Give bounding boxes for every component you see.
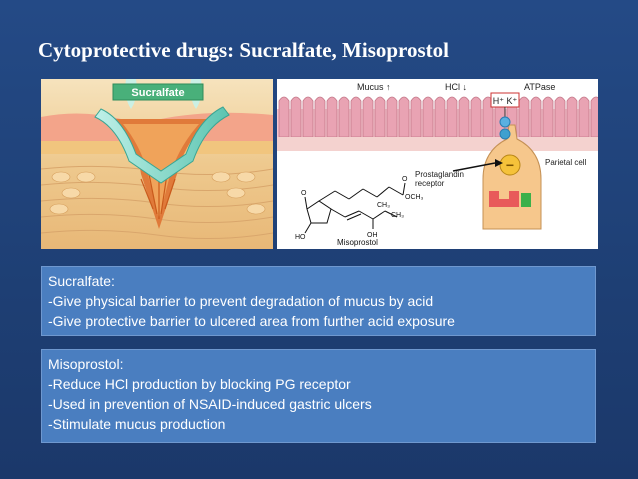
- sucralfate-point: -Give protective barrier to ulcered area…: [48, 313, 455, 329]
- sucralfate-illustration-graphic: Sucralfate: [41, 79, 273, 249]
- misoprostol-illustration-graphic: Mucus ↑ HCl ↓ ATPase H⁺ K⁺ − Parietal ce…: [277, 79, 598, 249]
- atom-ho: HO: [295, 234, 306, 241]
- sucralfate-illustration: Sucralfate: [41, 79, 273, 249]
- molecule-label: Misoprostol: [337, 238, 378, 247]
- hcl-label: HCl ↓: [445, 82, 467, 92]
- misoprostol-point: -Stimulate mucus production: [48, 416, 226, 432]
- atom-o-ester: O: [402, 176, 408, 183]
- misoprostol-structure: [304, 182, 406, 234]
- ion-label: H⁺ K⁺: [493, 96, 518, 106]
- atom-ch3-b: CH₃: [391, 212, 404, 219]
- atom-och3: OCH₃: [405, 194, 424, 201]
- atom-o: O: [301, 190, 307, 197]
- slide-title: Cytoprotective drugs: Sucralfate, Misopr…: [38, 38, 449, 62]
- misoprostol-point: -Reduce HCl production by blocking PG re…: [48, 376, 351, 392]
- misoprostol-point: -Used in prevention of NSAID-induced gas…: [48, 396, 372, 412]
- atpase-label: ATPase: [524, 82, 555, 92]
- sucralfate-point: -Give physical barrier to prevent degrad…: [48, 293, 434, 309]
- sucralfate-label: Sucralfate: [131, 87, 184, 99]
- atom-oh: OH: [367, 232, 378, 239]
- misoprostol-info-box: Misoprostol: -Reduce HCl production by b…: [41, 349, 596, 443]
- misoprostol-heading: Misoprostol:: [48, 356, 124, 372]
- misoprostol-illustration: Mucus ↑ HCl ↓ ATPase H⁺ K⁺ − Parietal ce…: [277, 79, 598, 249]
- receptor-label-line2: receptor: [415, 179, 445, 188]
- mucus-label: Mucus ↑: [357, 82, 391, 92]
- parietal-cell-label: Parietal cell: [545, 158, 587, 167]
- receptor-label-line1: Prostaglandin: [415, 170, 464, 179]
- atom-ch3-a: CH₃: [377, 202, 390, 209]
- minus-icon: −: [506, 157, 514, 173]
- sucralfate-info-box: Sucralfate: -Give physical barrier to pr…: [41, 266, 596, 336]
- sucralfate-heading: Sucralfate:: [48, 273, 115, 289]
